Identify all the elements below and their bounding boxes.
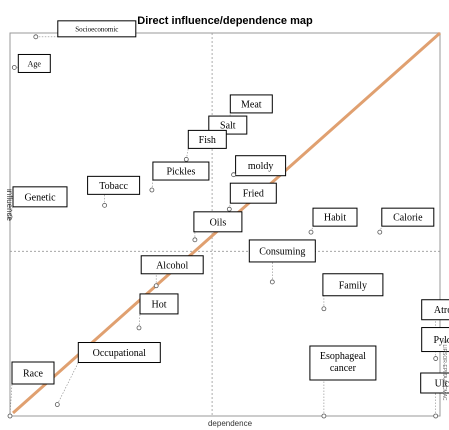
label-box <box>187 129 227 149</box>
label-box <box>235 155 287 177</box>
point-alcohol: Alcohol <box>140 255 204 289</box>
label-box <box>421 327 449 353</box>
label-box <box>12 186 68 208</box>
point-marker <box>183 156 189 162</box>
point-race: Race <box>7 361 55 419</box>
point-label: Pylori <box>433 335 449 346</box>
copyright-text: © LIPSOR-EPITA-MICMAC <box>441 339 448 400</box>
point-marker <box>269 279 275 285</box>
point-marker <box>308 229 314 235</box>
label-box <box>17 53 51 73</box>
point-marker <box>226 206 232 212</box>
x-axis-label: dependence <box>208 419 253 428</box>
point-hot: Hot <box>136 293 179 331</box>
point-label: Family <box>339 280 367 291</box>
point-age: Age <box>11 53 51 73</box>
point-marker <box>321 306 327 312</box>
point-marker <box>231 172 237 178</box>
point-label: Fish <box>199 135 216 146</box>
point-label: Alcohol <box>156 260 188 271</box>
label-box <box>140 255 204 275</box>
point-occupational: Occupational <box>54 342 161 407</box>
point-calorie: Calorie <box>377 207 435 235</box>
point-label: Genetic <box>24 192 56 203</box>
label-box <box>322 273 384 297</box>
point-pickles: Pickles <box>149 161 210 193</box>
point-consuming: Consuming <box>248 239 316 285</box>
point-marker <box>321 413 327 419</box>
point-label: Oils <box>210 217 227 228</box>
point-label: Age <box>28 59 42 68</box>
point-label: Habit <box>324 213 346 224</box>
label-box <box>312 207 358 227</box>
label-box <box>193 211 243 233</box>
label-box <box>309 345 377 381</box>
leader-line <box>186 148 189 160</box>
label-box <box>248 239 316 263</box>
point-oils: Oils <box>192 211 243 243</box>
point-label: Ulcers <box>435 379 449 390</box>
point-pylori: Pylori <box>421 327 449 361</box>
point-marker <box>11 65 17 70</box>
point-label: Atrophic <box>434 305 449 316</box>
leader-line <box>57 362 79 405</box>
point-moldy: moldy <box>231 155 287 178</box>
label-box <box>381 207 435 227</box>
point-marker <box>433 356 439 361</box>
point-marker <box>153 283 159 289</box>
label-box <box>77 342 161 364</box>
leader-line <box>138 313 141 328</box>
label-box <box>57 20 137 38</box>
point-family: Family <box>321 273 384 312</box>
chart-title: Direct influence/dependence map <box>137 15 313 27</box>
point-marker <box>433 413 439 419</box>
point-label: Consuming <box>259 246 305 257</box>
label-box <box>152 161 210 181</box>
point-label: Hot <box>152 299 167 310</box>
point-marker <box>33 34 39 40</box>
point-socioeconomic: Socioeconomic <box>33 20 137 40</box>
point-marker <box>102 202 107 208</box>
label-box <box>139 293 179 315</box>
point-marker <box>136 325 142 331</box>
point-marker <box>192 237 198 243</box>
point-label: Race <box>23 369 44 380</box>
label-box <box>421 299 449 321</box>
label-box <box>229 182 277 204</box>
label-box <box>11 361 55 385</box>
point-marker <box>149 187 155 193</box>
point-tobacc: Tobacc <box>87 175 141 208</box>
label-box <box>87 175 141 195</box>
point-habit: Habit <box>308 207 358 235</box>
point-label: Fried <box>243 189 264 200</box>
point-label: Calorie <box>393 213 423 224</box>
point-marker <box>7 413 13 419</box>
point-marker <box>7 214 13 220</box>
leader-line <box>9 383 13 417</box>
point-label: Meat <box>241 99 262 110</box>
point-label: moldy <box>248 161 274 172</box>
point-fried: Fried <box>226 182 277 212</box>
y-axis-label: influence <box>5 189 14 222</box>
label-box <box>229 94 273 114</box>
label-box <box>420 372 449 394</box>
point-fish: Fish <box>183 129 227 162</box>
point-genetic: Genetic <box>7 186 68 220</box>
point-label: Salt <box>220 121 236 132</box>
point-label: Tobacc <box>99 181 128 192</box>
plot-frame <box>9 32 441 417</box>
point-ulcers: Ulcers <box>420 372 449 419</box>
point-label: Pickles <box>166 167 195 178</box>
point-label: Socioeconomic <box>75 25 118 33</box>
point-marker <box>54 402 60 407</box>
point-marker <box>377 229 383 235</box>
label-box <box>208 115 248 135</box>
point-label: Occupational <box>93 348 147 359</box>
